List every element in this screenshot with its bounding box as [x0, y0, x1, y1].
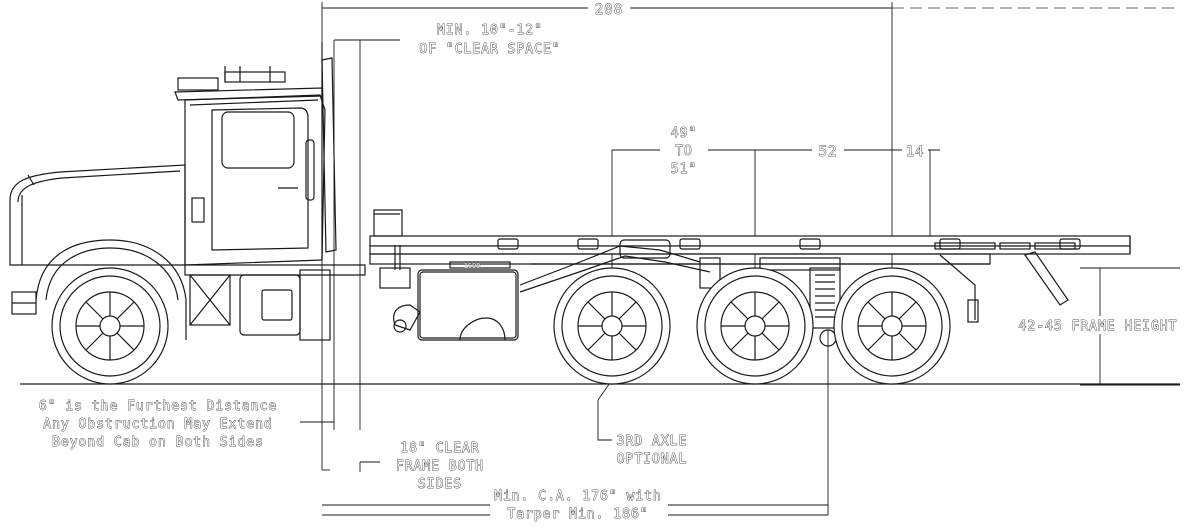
- flatbed: [321, 42, 1131, 323]
- ca-line2: Tarper Min. 186": [507, 507, 648, 522]
- ca-line1: Min. C.A. 176" with: [494, 489, 662, 504]
- dim-overall: 208: [595, 2, 623, 18]
- dim-axle-line3: 51": [671, 162, 697, 177]
- dim-axle-line1: 49": [671, 126, 697, 141]
- front-wheel: [51, 267, 169, 385]
- rear-wheel-3: [833, 267, 951, 385]
- clear-frame-line3: SIDES: [418, 477, 462, 492]
- rear-wheel-2: [696, 267, 814, 385]
- obstruction-line3: Beyond Cab on Both Sides: [52, 435, 264, 450]
- tank-label: 1600: [464, 262, 481, 270]
- dim-14: 14: [906, 144, 925, 160]
- clear-space-line1: MIN. 10"-12": [437, 23, 543, 38]
- clear-space-line2: OF "CLEAR SPACE": [419, 42, 560, 57]
- labels: 208 MIN. 10"-12" OF "CLEAR SPACE" 49" TO…: [38, 0, 1196, 524]
- dim-axle-line2: TO: [675, 144, 693, 159]
- third-axle-line1: 3RD AXLE: [617, 434, 688, 449]
- clear-frame-line2: FRAME BOTH: [396, 459, 484, 474]
- cab: [9, 57, 366, 341]
- obstruction-line1: 6" is the Furthest Distance: [39, 399, 277, 414]
- rear-wheel-1: [553, 267, 671, 385]
- clear-frame-line1: 18" CLEAR: [400, 441, 479, 456]
- frame-height-label: 42-45 FRAME HEIGHT: [1019, 319, 1178, 334]
- dim-52: 52: [819, 144, 838, 160]
- obstruction-line2: Any Obstruction May Extend: [43, 417, 273, 432]
- fuel-tank: [379, 239, 841, 347]
- third-axle-line2: OPTIONAL: [617, 452, 688, 467]
